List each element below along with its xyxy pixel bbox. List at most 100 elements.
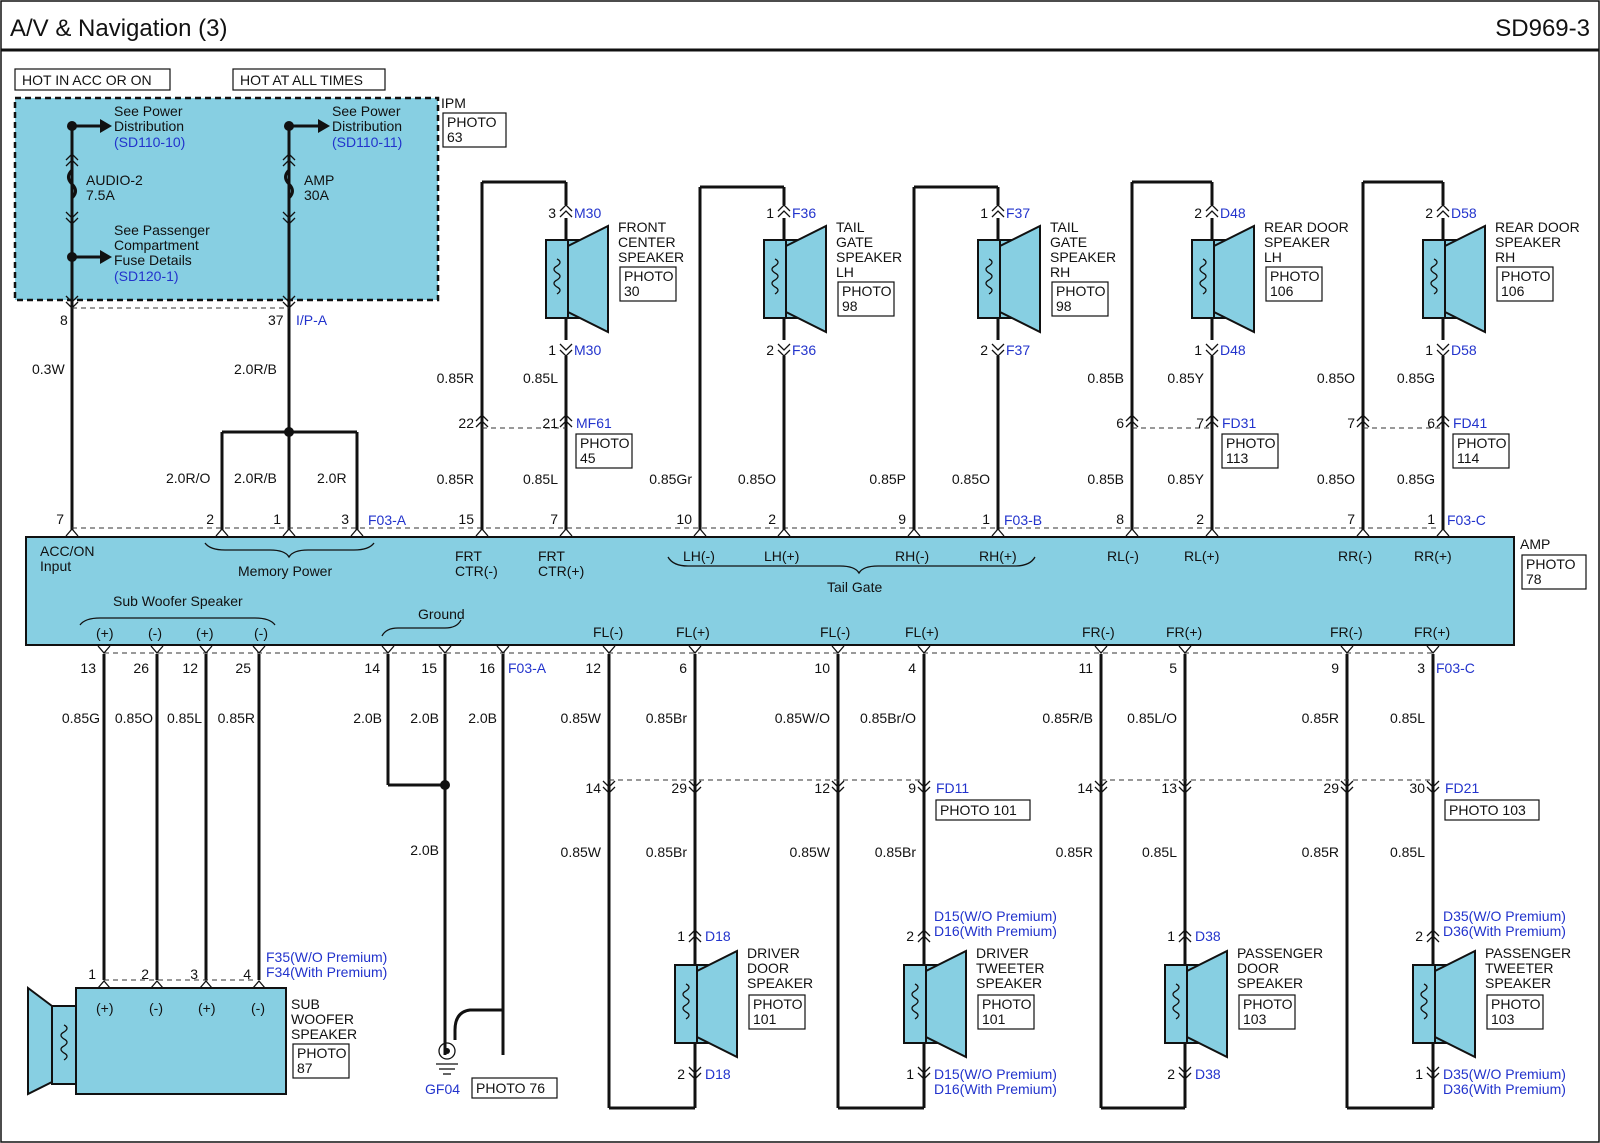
front-center-speaker-name: CENTER [618,234,676,250]
tailgate-lh-speaker-conn-top[interactable]: F36 [792,205,816,221]
sub-woofer-name: SUB [291,996,320,1012]
amp-bot-pin: 4 [908,660,916,676]
front-wire-dn: 0.85R [1056,844,1093,860]
fd31-conn[interactable]: FD31 [1222,415,1256,431]
passenger-tweeter-speaker-photo-num: 103 [1491,1011,1515,1027]
sub-woofer-conn[interactable]: F34(With Premium) [266,964,387,980]
amp-bot-pin: 3 [1417,660,1425,676]
ground-point-name[interactable]: GF04 [425,1081,460,1097]
see-power-b-ref[interactable]: (SD110-11) [332,134,402,150]
amp-conn-f03a-bot[interactable]: F03-A [508,660,547,676]
front-center-speaker-name: FRONT [618,219,667,235]
front-wire-dn: 0.85Br [875,844,917,860]
rh-p: RH(+) [979,548,1017,564]
sw-pin-mark [252,980,266,989]
amp-pin-mark [475,528,489,537]
lh-p: LH(+) [764,548,799,564]
hot-all-times-label: HOT AT ALL TIMES [240,72,363,88]
passenger-door-speaker-photo-num: 103 [1243,1011,1267,1027]
amp-pin-mark [1356,528,1370,537]
rear-door-lh-speaker-photo-num: 106 [1270,283,1294,299]
passenger-door-speaker-magnet [1164,964,1188,1044]
sw-pin-mark [150,980,164,989]
fd21-conn[interactable]: FD21 [1445,780,1479,796]
fd41-conn[interactable]: FD41 [1453,415,1487,431]
see-power-a-ref[interactable]: (SD110-10) [114,134,185,150]
tailgate-lh-speaker-name: GATE [836,234,873,250]
mf61-photo-box [575,433,633,469]
connector-chevron [1094,780,1108,794]
front-center-speaker-conn-bot[interactable]: M30 [574,342,601,358]
rear-door-rh-speaker-conn-bot[interactable]: D58 [1451,342,1477,358]
passenger-door-speaker-conn-bot[interactable]: D38 [1195,1066,1221,1082]
driver-door-speaker-conn-top[interactable]: D18 [705,928,731,944]
amp-box [25,536,1515,646]
driver-tweeter-speaker-coil [911,983,919,1020]
wire-37: 2.0R/B [234,361,277,377]
rear-door-rh-speaker-pin-bot: 1 [1425,342,1433,358]
amp-conn-f03c[interactable]: F03-C [1447,512,1486,528]
fd11-pin: 9 [908,780,916,796]
rear-door-rh-speaker-conn-top[interactable]: D58 [1451,205,1477,221]
passenger-tweeter-speaker-conn-bot[interactable]: D36(With Premium) [1443,1081,1566,1097]
front-center-speaker-conn-top[interactable]: M30 [574,205,601,221]
page-code: SD969-3 [1495,15,1590,42]
amp-pin-mark [199,645,213,654]
fd21-photo-box [1444,799,1540,821]
frt-ctr-m-2: CTR(-) [455,563,498,579]
amp-top-pin: 2 [206,511,214,527]
front-center-speaker-coil [553,258,561,295]
sub-woofer-photo-box [292,1043,350,1079]
connector-chevron [777,204,791,218]
rear-door-lh-speaker-conn-top[interactable]: D48 [1220,205,1246,221]
tailgate-lh-speaker-conn-bot[interactable]: F36 [792,342,816,358]
passenger-tweeter-speaker-conn-top[interactable]: D36(With Premium) [1443,923,1566,939]
rear-door-rh-speaker-pin-top: 2 [1425,205,1433,221]
memory-power-label: Memory Power [238,563,332,579]
amp-top-pin: 1 [1427,511,1435,527]
amp-top-pin: 1 [273,511,281,527]
connector-chevron [917,1066,931,1080]
amp-conn-f03a[interactable]: F03-A [368,512,407,528]
driver-tweeter-speaker-name: DRIVER [976,945,1029,961]
tailgate-rh-speaker-name: RH [1050,264,1070,280]
driver-tweeter-speaker-conn-top[interactable]: D16(With Premium) [934,923,1057,939]
amp-photo: PHOTO [1526,556,1576,572]
passenger-tweeter-speaker-conn-top[interactable]: D35(W/O Premium) [1443,908,1566,924]
passenger-tweeter-speaker-conn-bot[interactable]: D35(W/O Premium) [1443,1066,1566,1082]
driver-tweeter-speaker-conn-bot[interactable]: D15(W/O Premium) [934,1066,1057,1082]
front-wire-dn: 0.85R [1302,844,1339,860]
fd31-pin-b: 7 [1196,415,1204,431]
connector-chevron [559,204,573,218]
front-wire-up: 0.85Br/O [860,710,916,726]
tailgate-rh-speaker-conn-bot[interactable]: F37 [1006,342,1030,358]
amp-conn-f03b[interactable]: F03-B [1004,512,1042,528]
driver-door-speaker-conn-bot[interactable]: D18 [705,1066,731,1082]
wire-label-rl_y_up: 0.85Y [1167,370,1204,386]
sub-woofer-cone [27,986,53,1096]
ipm-photo-num: 63 [447,129,463,145]
fd11-conn[interactable]: FD11 [936,780,969,796]
ground-photo-box [471,1077,558,1099]
wire-label-rl_b_dn: 0.85B [1087,471,1124,487]
fd11-pin: 29 [671,780,687,796]
tailgate-rh-speaker-conn-top[interactable]: F37 [1006,205,1030,221]
rear-door-lh-speaker-conn-bot[interactable]: D48 [1220,342,1246,358]
driver-tweeter-speaker-conn-top[interactable]: D15(W/O Premium) [934,908,1057,924]
rear-door-lh-speaker-photo-label: PHOTO [1270,268,1320,284]
passenger-door-speaker-conn-top[interactable]: D38 [1195,928,1221,944]
tailgate-lh-speaker-pin-bot: 2 [766,342,774,358]
driver-tweeter-speaker-conn-bot[interactable]: D16(With Premium) [934,1081,1057,1097]
driver-door-speaker-name: SPEAKER [747,975,813,991]
amp-conn-f03c-bot[interactable]: F03-C [1436,660,1475,676]
ipm-conn[interactable]: I/P-A [296,312,328,328]
mf61-conn[interactable]: MF61 [576,415,612,431]
pass-fuse-ref[interactable]: (SD120-1) [114,268,179,284]
amp-pin-mark [282,528,296,537]
wire-label-rr_g_dn: 0.85G [1397,471,1435,487]
ipm-photo: PHOTO [447,114,497,130]
sw-wire-label: 0.85G [62,710,100,726]
sub-woofer-conn[interactable]: F35(W/O Premium) [266,949,387,965]
wire-label-rr_o_up: 0.85O [1317,370,1355,386]
sw-spk-pin: 4 [243,966,251,982]
